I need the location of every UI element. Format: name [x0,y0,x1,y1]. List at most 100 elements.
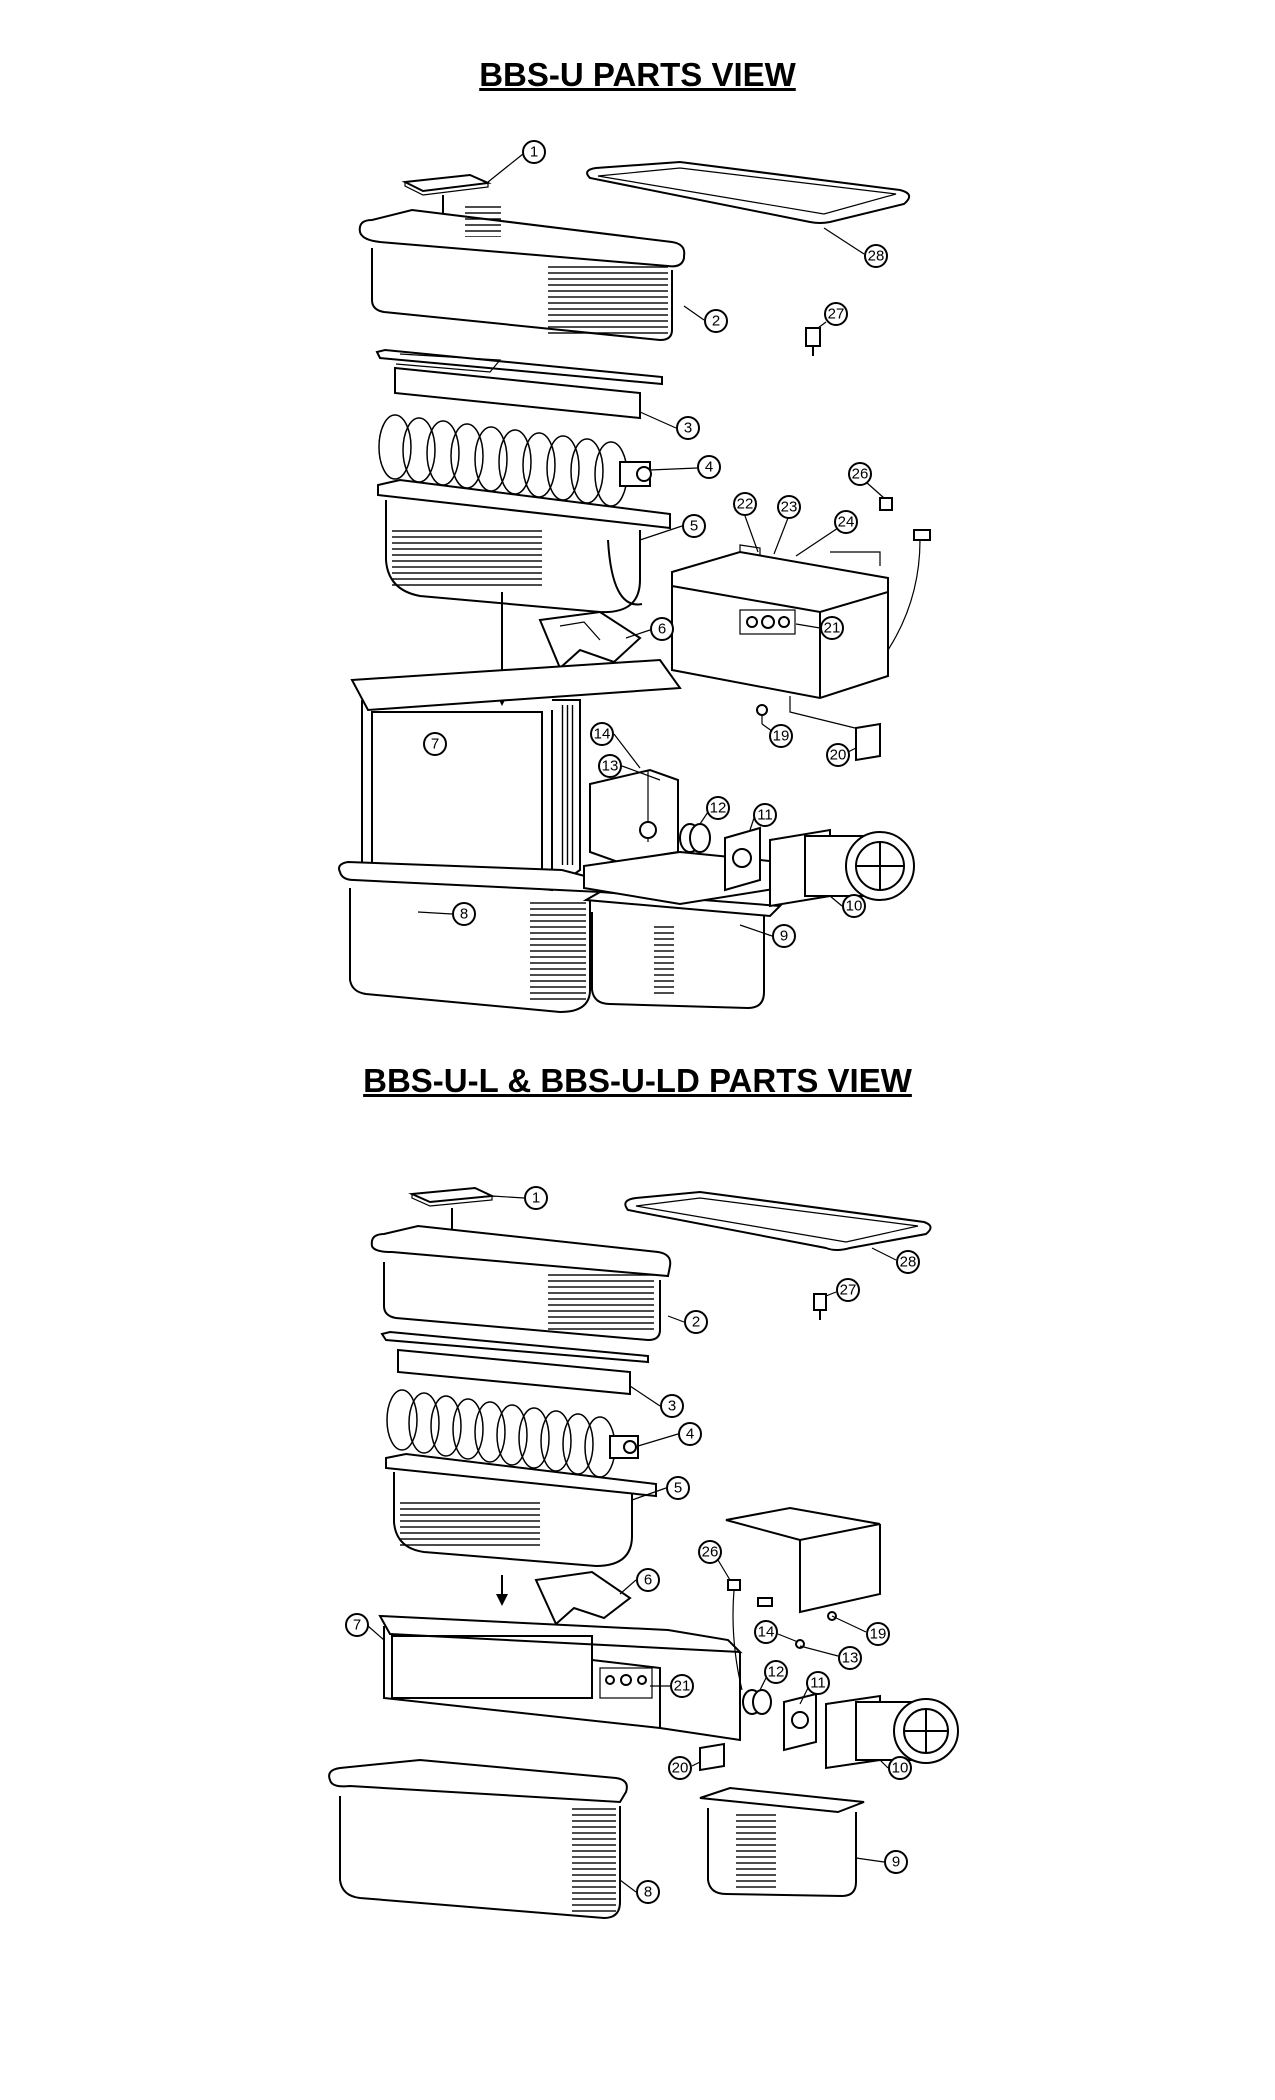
callout-23: 23 [773,495,801,555]
svg-text:4: 4 [686,1426,694,1443]
callout-26-b: 26 [698,1540,731,1581]
callout-22: 22 [733,492,759,553]
svg-text:9: 9 [780,928,788,945]
callout-28-b: 28 [871,1247,920,1274]
svg-text:1: 1 [532,1190,540,1207]
callout-27-b: 27 [825,1278,860,1302]
callout-4-b: 4 [637,1422,702,1447]
top-parts-diagram [338,160,931,1014]
callout-2: 2 [683,305,728,333]
svg-text:14: 14 [594,726,611,743]
part-27-fitting [805,327,821,356]
callout-8: 8 [417,902,476,926]
svg-text:21: 21 [674,1678,691,1695]
callout-24: 24 [795,510,858,557]
callout-12-b: 12 [759,1660,788,1691]
svg-text:19: 19 [773,728,790,745]
part-11-plate-b [783,1692,817,1752]
svg-text:3: 3 [684,420,692,437]
top-callouts: 1 2 3 4 5 6 7 8 9 10 11 12 13 14 19 20 2… [417,140,888,948]
svg-text:28: 28 [868,248,885,265]
bottom-diagram-title: BBS-U-L & BBS-U-LD PARTS VIEW [363,1062,912,1099]
callout-21-b: 21 [650,1674,694,1698]
part-9-drawer-b [699,1786,865,1898]
svg-text:4: 4 [705,459,713,476]
svg-text:8: 8 [644,1884,652,1901]
svg-text:13: 13 [842,1650,859,1667]
part-1-cover-b [408,1186,496,1244]
part-6-bracket-b [534,1570,632,1626]
part-26-switch [879,497,931,651]
svg-text:5: 5 [674,1480,682,1497]
callout-11-b: 11 [799,1671,830,1705]
svg-text:11: 11 [757,807,773,824]
part-19-20-parts [756,696,881,762]
svg-text:26: 26 [702,1544,719,1561]
part-11-plate [724,826,761,892]
svg-text:6: 6 [644,1572,652,1589]
svg-text:7: 7 [353,1617,361,1634]
part-5-trough [377,478,671,614]
callout-27: 27 [817,302,848,329]
callout-19: 19 [761,723,793,748]
svg-text:14: 14 [758,1624,775,1641]
callout-13: 13 [598,754,661,781]
callout-10-b: 10 [879,1756,912,1780]
part-8-bottom-pan [338,860,601,1014]
part-19-20-parts-b [699,1611,837,1772]
part-3-tray [375,348,663,420]
svg-text:8: 8 [460,906,468,923]
part-27-fitting-b [813,1293,827,1320]
callout-1-b: 1 [491,1186,548,1210]
svg-text:21: 21 [824,620,841,637]
top-diagram-title: BBS-U PARTS VIEW [479,56,796,93]
callout-21: 21 [795,616,844,640]
callout-5: 5 [639,514,706,541]
callout-7-b: 7 [345,1613,385,1641]
part-2-top-pan-b [370,1224,672,1342]
part-12-hub [679,823,711,853]
part-9-drawer [582,890,783,1010]
callout-9-b: 9 [855,1850,908,1874]
part-12-hub-b [742,1689,772,1715]
part-2-top-pan [358,205,686,342]
svg-text:20: 20 [830,747,847,764]
svg-text:19: 19 [870,1626,887,1643]
svg-text:2: 2 [712,313,720,330]
part-4-brush-b [386,1389,639,1478]
callout-14-b: 14 [754,1620,799,1644]
svg-text:12: 12 [768,1664,785,1681]
part-5-trough-b [385,1452,657,1568]
callout-14: 14 [590,722,641,769]
part-7-housing-b [378,1614,743,1742]
svg-text:24: 24 [838,514,855,531]
callout-12: 12 [699,796,730,825]
part-6-bracket [538,610,642,670]
callout-11: 11 [749,803,777,831]
callout-3-b: 3 [629,1385,684,1418]
bottom-parts-diagram [328,1186,959,1920]
callout-4: 4 [649,455,721,479]
callout-1: 1 [487,140,546,183]
svg-text:9: 9 [892,1854,900,1871]
part-control-cover-b [725,1506,881,1614]
callout-6-b: 6 [619,1568,660,1595]
svg-text:22: 22 [737,496,754,513]
bottom-callouts: 1 2 3 4 5 6 7 8 9 10 11 12 13 14 19 20 2… [345,1186,920,1904]
svg-text:10: 10 [846,898,863,915]
svg-text:28: 28 [900,1254,917,1271]
callout-13-b: 13 [799,1645,862,1670]
svg-text:23: 23 [781,499,798,516]
callout-2-b: 2 [667,1310,708,1334]
callout-26: 26 [848,462,885,499]
svg-text:27: 27 [840,1282,857,1299]
part-8-bottom-pan-b [328,1758,628,1920]
part-3-tray-b [380,1330,649,1396]
svg-text:3: 3 [668,1398,676,1415]
svg-text:26: 26 [852,466,869,483]
svg-text:11: 11 [810,1675,826,1692]
callout-10: 10 [829,894,866,918]
part-10-motor [769,828,915,908]
part-21-control-box [671,544,889,700]
